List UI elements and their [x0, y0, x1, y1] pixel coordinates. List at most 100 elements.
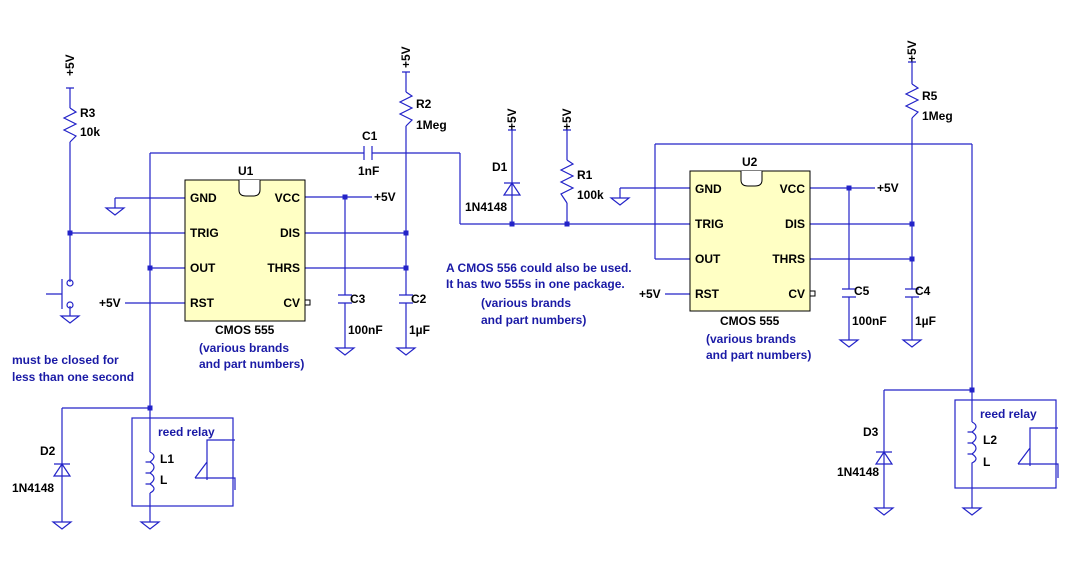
c4-ref: C4	[915, 284, 931, 298]
d2-ref: D2	[40, 444, 56, 458]
reed-relay-1: reed relay L1 L	[131, 417, 236, 507]
push-switch: must be closed for less than one second	[12, 279, 134, 384]
supply-label-r1: +5V	[560, 108, 574, 130]
diode-icon	[874, 446, 894, 465]
capacitor-icon	[842, 288, 856, 298]
u1-pin-vcc: VCC	[275, 191, 301, 205]
cmos556-note-line2: It has two 555s in one package.	[446, 277, 625, 291]
supply-label-r3: +5V	[63, 54, 77, 76]
c3-ref: C3	[350, 292, 366, 306]
resistor-icon	[62, 107, 78, 143]
c2-value: 1µF	[409, 323, 430, 337]
u1-pin-rst: RST	[190, 296, 215, 310]
c1-ref: C1	[362, 129, 378, 143]
d1-value: 1N4148	[465, 200, 507, 214]
junction	[909, 256, 915, 262]
l2-ref: L2	[983, 433, 997, 447]
r3-ref: R3	[80, 106, 96, 120]
r1-ref: R1	[577, 168, 593, 182]
u2-pin-gnd: GND	[695, 182, 722, 196]
u2-pin-dis: DIS	[785, 217, 805, 231]
u1-pin-trig: TRIG	[190, 226, 219, 240]
c3-value: 100nF	[348, 323, 383, 337]
u1-pin-cv: CV	[283, 296, 300, 310]
switch-note-line1: must be closed for	[12, 353, 119, 367]
u1-pin-dis: DIS	[280, 226, 300, 240]
chip-notch-icon	[740, 171, 763, 187]
ground-icon	[51, 521, 73, 530]
u1-pin-gnd: GND	[190, 191, 217, 205]
coil-icon	[967, 421, 977, 478]
ground-icon	[609, 197, 631, 206]
junction	[403, 230, 409, 236]
capacitor-c1: C1 1nF	[358, 129, 379, 178]
d2-value: 1N4148	[12, 481, 54, 495]
c5-value: 100nF	[852, 314, 887, 328]
resistor-r5: R5 1Meg	[904, 83, 953, 123]
junction	[564, 221, 570, 227]
r3-value: 10k	[80, 125, 100, 139]
diode-icon	[52, 458, 72, 477]
center-brands-line1: (various brands	[481, 296, 571, 310]
u1-pin-out: OUT	[190, 261, 216, 275]
r2-ref: R2	[416, 97, 432, 111]
capacitor-icon	[399, 294, 413, 304]
cmos556-note-line1: A CMOS 556 could also be used.	[446, 261, 632, 275]
ground-icon	[901, 339, 923, 348]
ground-icon	[873, 507, 895, 516]
chip-u1: U1 GND TRIG OUT RST VCC DIS THRS CV CMOS…	[184, 164, 311, 371]
center-brands-line2: and part numbers)	[481, 313, 586, 327]
supply-symbols: +5V +5V +5V +5V +5V +5V +5V +5V +5V	[63, 40, 919, 310]
supply-label-d1: +5V	[505, 108, 519, 130]
ground-icon	[838, 339, 860, 348]
switch-note-line2: less than one second	[12, 370, 134, 384]
reed-contact-icon	[1017, 427, 1059, 478]
u2-pin-trig: TRIG	[695, 217, 724, 231]
reed-contact-icon	[194, 439, 236, 490]
ground-symbols	[51, 197, 983, 530]
supply-label-r5: +5V	[905, 40, 919, 62]
u1-pin-thrs: THRS	[267, 261, 300, 275]
supply-label-u1-rst: +5V	[99, 296, 121, 310]
junction	[147, 405, 153, 411]
l1-value: L	[160, 473, 167, 487]
diode-icon	[502, 175, 522, 196]
u2-pin-rst: RST	[695, 287, 720, 301]
l1-ref: L1	[160, 452, 174, 466]
ground-icon	[139, 521, 161, 530]
capacitor-icon	[363, 146, 373, 160]
switch-contact-icon	[66, 279, 74, 287]
u2-pin-vcc: VCC	[780, 182, 806, 196]
relay-1-box	[131, 417, 234, 507]
junction	[147, 265, 153, 271]
resistor-icon	[904, 83, 920, 119]
r1-value: 100k	[577, 188, 604, 202]
resistor-r3: R3 10k	[62, 106, 100, 143]
resistor-r2: R2 1Meg	[398, 91, 447, 132]
u2-brands-line1: (various brands	[706, 332, 796, 346]
diode-d3: D3 1N4148	[837, 425, 894, 479]
junction	[909, 221, 915, 227]
u1-name: CMOS 555	[215, 323, 275, 337]
c5-ref: C5	[854, 284, 870, 298]
diode-d1: D1 1N4148	[465, 160, 522, 214]
resistor-icon	[398, 91, 414, 127]
chip-u2: U2 GND TRIG OUT RST VCC DIS THRS CV CMOS…	[689, 155, 816, 362]
capacitor-icon	[905, 288, 919, 298]
cmos556-note: A CMOS 556 could also be used. It has tw…	[446, 261, 632, 327]
supply-label-u2-vcc: +5V	[877, 181, 899, 195]
d1-ref: D1	[492, 160, 508, 174]
c2-ref: C2	[411, 292, 427, 306]
ground-icon	[59, 315, 81, 324]
junction	[342, 194, 348, 200]
ground-icon	[961, 507, 983, 516]
relay-2-label: reed relay	[980, 407, 1037, 421]
supply-label-u2-rst: +5V	[639, 287, 661, 301]
junction	[846, 185, 852, 191]
r5-ref: R5	[922, 89, 938, 103]
chip-u2-body	[689, 170, 811, 312]
relay-2-box	[954, 399, 1057, 489]
junctions	[67, 185, 975, 411]
ground-icon	[395, 347, 417, 356]
junction	[969, 387, 975, 393]
